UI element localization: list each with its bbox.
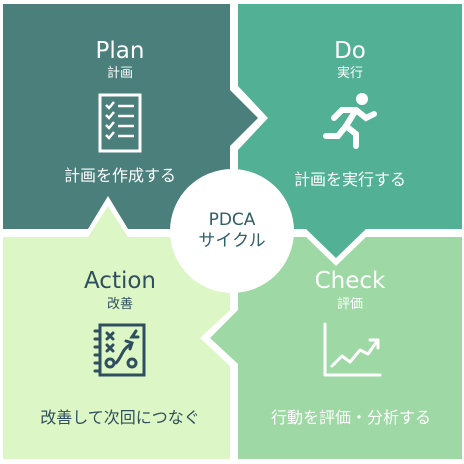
action-quadrant: [3, 206, 230, 459]
check-title: Check: [314, 268, 386, 294]
plan-subtitle: 計画: [106, 66, 133, 81]
strategy-board-icon: [93, 323, 146, 377]
action-subtitle: 改善: [106, 297, 133, 312]
do-subtitle: 実行: [336, 66, 363, 81]
action-description: 改善して次回につなぐ: [40, 408, 200, 427]
center-label-line1: PDCA: [208, 210, 256, 230]
check-quadrant: [210, 237, 462, 459]
center-label: PDCA サイクル: [172, 210, 292, 252]
check-subtitle: 評価: [336, 297, 363, 312]
do-description: 計画を実行する: [293, 170, 406, 189]
check-description: 行動を評価・分析する: [270, 408, 431, 427]
center-circle: [170, 169, 294, 293]
plan-description: 計画を作成する: [63, 166, 176, 185]
line-chart-icon: [323, 322, 382, 377]
checklist-icon: [98, 93, 142, 153]
do-title: Do: [334, 38, 366, 64]
center-label-line2: サイクル: [198, 231, 266, 251]
running-person-icon: [323, 93, 377, 149]
action-title: Action: [83, 268, 157, 294]
plan-title: Plan: [95, 38, 145, 64]
